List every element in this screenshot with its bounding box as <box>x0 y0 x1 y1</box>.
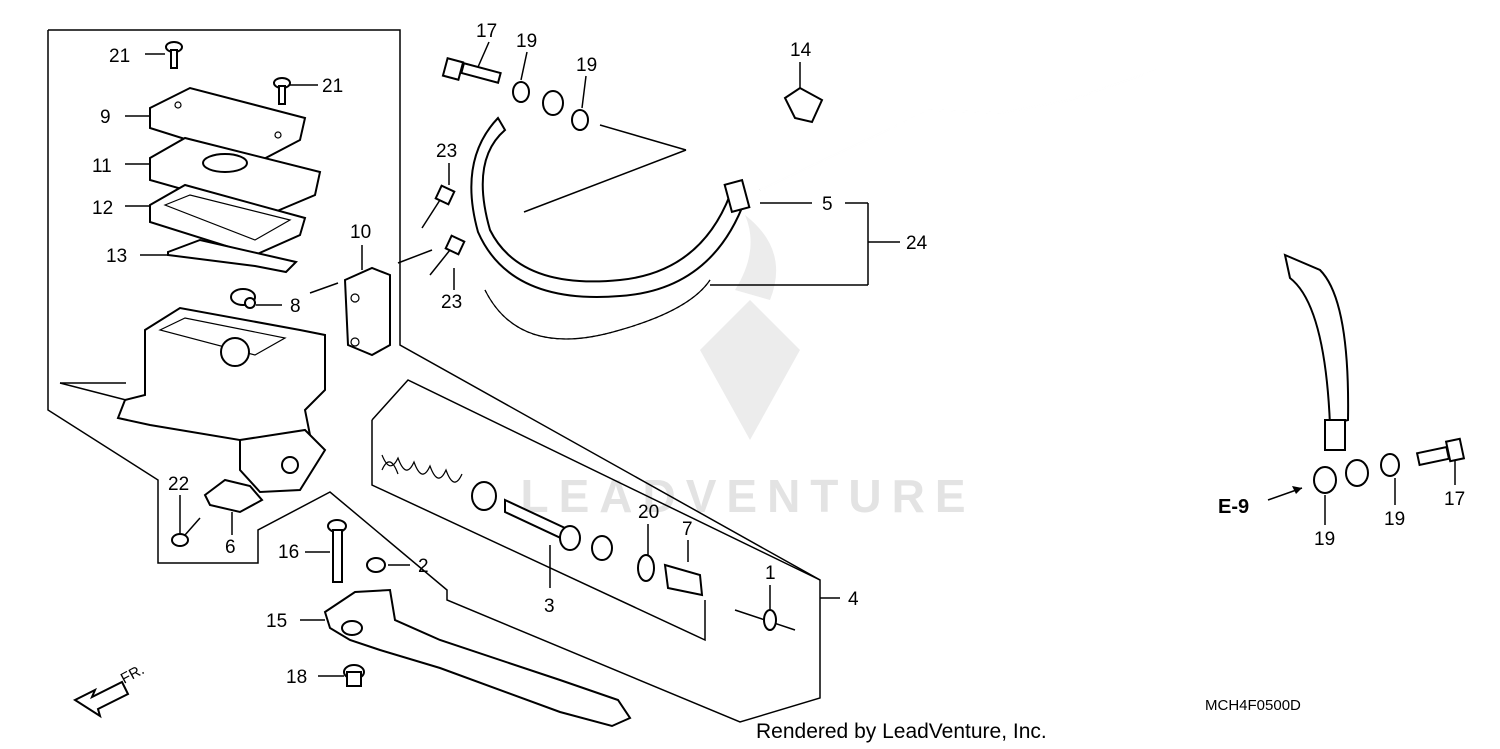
hose-spring-guard[interactable] <box>484 279 711 340</box>
pipe-clamp[interactable] <box>783 86 824 124</box>
part-label-23b[interactable]: 23 <box>441 292 462 313</box>
brake-hose[interactable] <box>470 116 751 298</box>
diagram-code: MCH4F0500D <box>1205 697 1301 714</box>
pushrod-1[interactable] <box>734 609 796 631</box>
part-label-16[interactable]: 16 <box>278 542 299 563</box>
part-label-9[interactable]: 9 <box>100 107 111 128</box>
part-label-19c[interactable]: 19 <box>1314 529 1335 550</box>
washer-19a[interactable] <box>512 81 530 103</box>
secondary-cup[interactable] <box>591 535 613 561</box>
part-label-14[interactable]: 14 <box>790 40 812 61</box>
banjo-fitting-top[interactable] <box>542 90 564 116</box>
part-label-10[interactable]: 10 <box>350 222 371 243</box>
master-cylinder-body[interactable] <box>116 306 327 494</box>
diaphragm[interactable] <box>149 183 307 257</box>
part-label-11[interactable]: 11 <box>92 156 112 177</box>
reservoir-cap[interactable] <box>149 86 307 164</box>
collar-2[interactable] <box>366 557 386 573</box>
part-label-23a[interactable]: 23 <box>436 141 457 162</box>
part-label-17b[interactable]: 17 <box>1444 489 1465 510</box>
part-label-24[interactable]: 24 <box>906 233 928 254</box>
lower-hose[interactable] <box>1283 253 1350 451</box>
pivot-bolt-16[interactable] <box>327 519 347 583</box>
part-label-17a[interactable]: 17 <box>476 21 497 42</box>
part-label-1[interactable]: 1 <box>765 563 776 584</box>
leader-lines <box>59 41 1456 677</box>
watermark: LEADVENTURE <box>520 215 975 522</box>
part-label-3[interactable]: 3 <box>544 596 555 617</box>
front-arrow: FR. <box>72 661 147 719</box>
part-label-19b[interactable]: 19 <box>576 55 597 76</box>
part-label-20[interactable]: 20 <box>638 502 659 523</box>
part-label-22[interactable]: 22 <box>168 474 189 495</box>
master-cylinder-assembly-outline <box>47 29 821 723</box>
boot-7[interactable] <box>663 563 704 597</box>
nut-18[interactable] <box>343 664 365 687</box>
piston[interactable] <box>504 498 581 551</box>
washer-19d[interactable] <box>1380 453 1400 477</box>
part-label-6[interactable]: 6 <box>225 537 236 558</box>
circlip-20[interactable] <box>637 554 655 582</box>
part-label-12[interactable]: 12 <box>92 198 113 219</box>
screw-21b[interactable] <box>273 77 291 105</box>
part-label-4[interactable]: 4 <box>848 589 859 610</box>
piston-kit-outline <box>371 379 821 642</box>
banjo-bolt-17a[interactable] <box>441 57 502 84</box>
brake-pipe[interactable] <box>759 60 1286 256</box>
part-label-2[interactable]: 2 <box>418 556 429 577</box>
reference-label[interactable]: E-9 <box>1218 496 1249 518</box>
piston-spring[interactable] <box>381 454 463 483</box>
part-label-15[interactable]: 15 <box>266 611 287 632</box>
piston-cup[interactable] <box>471 481 497 511</box>
part-labels: 21 21 9 11 12 13 8 10 23 23 17 19 19 14 … <box>92 21 1465 688</box>
holder[interactable] <box>343 266 391 357</box>
part-label-21b[interactable]: 21 <box>322 76 343 97</box>
bolt-23b[interactable] <box>429 234 466 276</box>
diaphragm-plate[interactable] <box>149 136 322 216</box>
part-label-8[interactable]: 8 <box>290 296 301 317</box>
banjo-fitting-bottom[interactable] <box>1345 459 1369 487</box>
part-label-21a[interactable]: 21 <box>109 46 130 67</box>
washer-19c[interactable] <box>1313 466 1337 494</box>
banjo-bolt-17b[interactable] <box>1415 437 1466 467</box>
brake-switch[interactable] <box>203 478 264 514</box>
part-label-19d[interactable]: 19 <box>1384 509 1405 530</box>
part-label-7[interactable]: 7 <box>682 519 693 540</box>
part-label-5[interactable]: 5 <box>822 194 833 215</box>
screw-21a[interactable] <box>165 41 183 69</box>
watermark-text: LEADVENTURE <box>520 470 975 522</box>
reference-arrow[interactable]: E-9 <box>1218 486 1303 518</box>
bolt-23a[interactable] <box>421 184 456 229</box>
part-label-19a[interactable]: 19 <box>516 31 537 52</box>
part-label-18[interactable]: 18 <box>286 667 307 688</box>
small-cap-8[interactable] <box>230 288 256 309</box>
part-label-13[interactable]: 13 <box>106 246 127 267</box>
brake-lever[interactable] <box>323 588 632 728</box>
washer-19b[interactable] <box>571 109 589 131</box>
screw-22[interactable] <box>171 517 201 547</box>
credit-text: Rendered by LeadVenture, Inc. <box>756 720 1047 743</box>
